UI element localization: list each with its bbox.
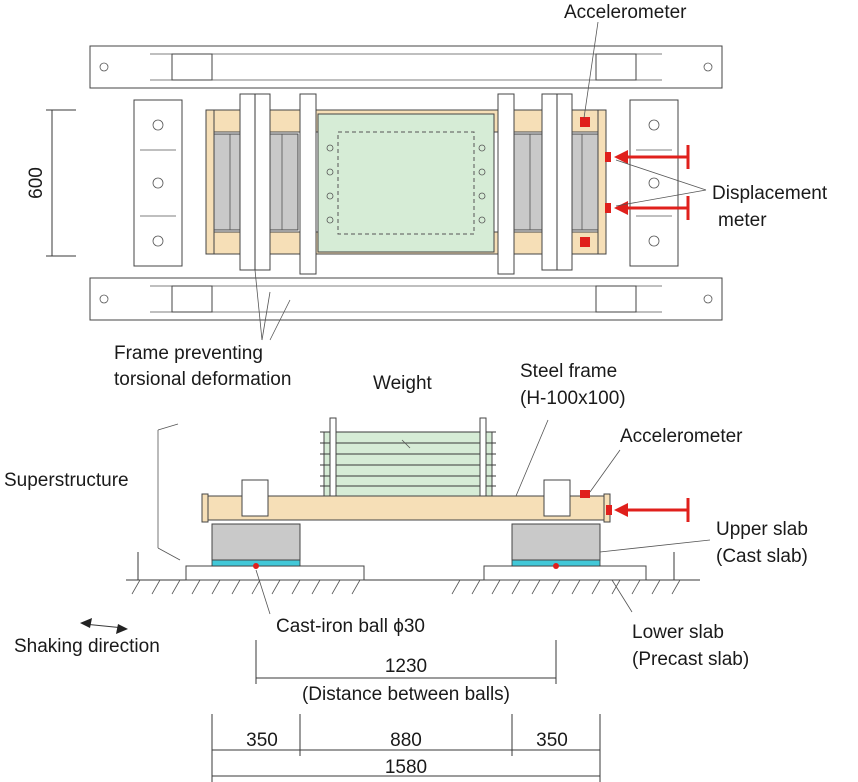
plan-view: 600 xyxy=(26,21,723,341)
label-frame-preventing-line1: Frame preventing xyxy=(114,343,263,364)
label-accelerometer-top: Accelerometer xyxy=(564,2,687,23)
dim-mid-880: 880 xyxy=(390,730,422,751)
label-steel-frame-line2: (H-100x100) xyxy=(520,388,626,409)
dim-total-1580: 1580 xyxy=(385,757,427,778)
cast-iron-ball-left xyxy=(253,563,259,569)
label-displacement-line2: meter xyxy=(718,210,767,231)
dim-left-350: 350 xyxy=(246,730,278,751)
label-cast-iron-ball: Cast-iron ball ϕ30 xyxy=(276,616,425,637)
label-lower-slab-line1: Lower slab xyxy=(632,622,724,643)
weight-stack xyxy=(320,417,496,497)
lower-slab-right xyxy=(483,565,647,581)
label-superstructure: Superstructure xyxy=(4,470,129,491)
dim-1230: 1230 xyxy=(385,656,427,677)
label-weight: Weight xyxy=(373,373,433,394)
elevation-view xyxy=(80,417,711,782)
weight-plan xyxy=(317,113,495,253)
label-upper-slab-line1: Upper slab xyxy=(716,519,808,540)
lower-slab-left xyxy=(185,565,365,581)
dim-ball-distance-note: (Distance between balls) xyxy=(302,684,510,705)
accelerometer-elevation xyxy=(580,490,590,498)
label-shaking-direction: Shaking direction xyxy=(14,636,160,657)
right-end-plate xyxy=(629,99,679,267)
upper-slab-left xyxy=(211,523,301,561)
accelerometer-plan-bottom xyxy=(580,237,590,247)
label-upper-slab-line2: (Cast slab) xyxy=(716,546,808,567)
label-lower-slab-line2: (Precast slab) xyxy=(632,649,749,670)
left-end-plate xyxy=(133,99,183,267)
label-displacement-line1: Displacement xyxy=(712,183,828,204)
label-accelerometer-side: Accelerometer xyxy=(620,426,743,447)
label-steel-frame-line1: Steel frame xyxy=(520,361,617,382)
dim-600: 600 xyxy=(26,167,47,199)
accelerometer-plan-top xyxy=(580,117,590,127)
dim-right-350: 350 xyxy=(536,730,568,751)
steel-frame-elevation xyxy=(205,495,607,521)
cast-iron-ball-right xyxy=(553,563,559,569)
label-frame-preventing-line2: torsional deformation xyxy=(114,369,291,390)
upper-slab-right xyxy=(511,523,601,561)
